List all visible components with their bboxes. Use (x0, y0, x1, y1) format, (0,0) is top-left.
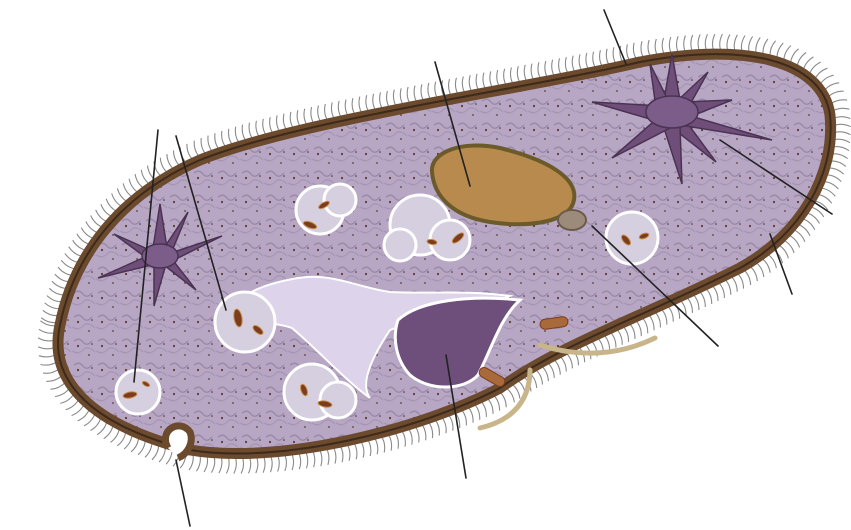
food-vacuole-5 (116, 370, 160, 414)
vacuole-bubble (320, 382, 356, 418)
food-vacuole-6 (606, 212, 658, 264)
micronucleus (558, 210, 586, 230)
vacuole-bubble (116, 370, 160, 414)
vacuole-bubble (384, 229, 416, 261)
leader-line-1 (604, 10, 626, 64)
leader-line-9 (176, 460, 190, 526)
anal-pore (165, 426, 191, 458)
vacuole-bubble (430, 220, 470, 260)
vacuole-bubble (606, 212, 658, 264)
vacuole-bubble (324, 184, 356, 216)
